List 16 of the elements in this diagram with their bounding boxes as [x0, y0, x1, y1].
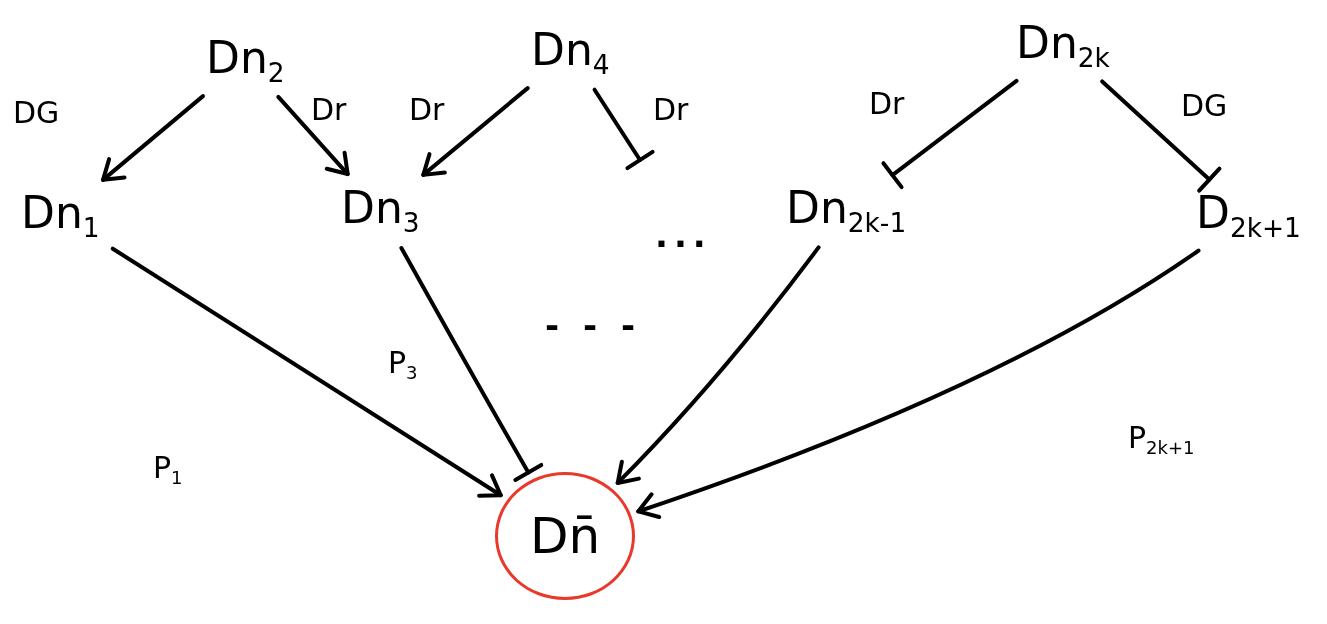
arrow: [636, 248, 1201, 519]
ellipsis-text: ...: [655, 215, 712, 255]
node-label: Dn$_{2}$: [200, 30, 291, 92]
node-label: Dn$_{3}$: [335, 180, 426, 242]
arrow: [421, 86, 530, 177]
arrow: [110, 246, 503, 498]
circled-node: Dn̄: [495, 472, 635, 600]
arrow: [615, 245, 821, 485]
node-label: Dn$_{4}$: [525, 22, 616, 84]
node-label: Dn$_{2k-1}$: [780, 180, 913, 242]
node-label: D$_{2k+1}$: [1190, 185, 1307, 247]
node-label: Dn$_{1}$: [15, 185, 106, 247]
node-label: Dn$_{2k}$: [1010, 15, 1116, 77]
ellipsis-text: - - -: [545, 305, 641, 345]
arrow: [101, 94, 205, 182]
arrow: [276, 94, 350, 177]
